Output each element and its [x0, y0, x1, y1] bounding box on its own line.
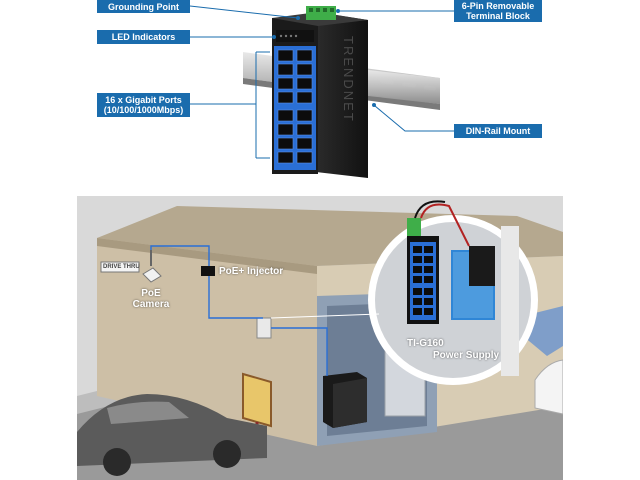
din-rail-label: DIN-Rail Mount: [465, 126, 531, 136]
scene-illustration: [77, 196, 563, 480]
poe-camera-line1: PoE: [141, 288, 161, 299]
led-indicators-callout: LED Indicators: [97, 30, 190, 44]
terminal-block-label-1: 6-Pin Removable: [461, 1, 535, 11]
din-rail-graphic: TRENDNET: [189, 5, 454, 178]
model-label: TI-G160: [407, 338, 444, 349]
gigabit-ports-callout: 16 x Gigabit Ports (10/100/1000Mbps): [97, 93, 190, 117]
din-rail-callout: DIN-Rail Mount: [454, 124, 542, 138]
terminal-block-callout: 6-Pin Removable Terminal Block: [454, 0, 542, 22]
poe-injector-label: PoE+ Injector: [219, 266, 284, 277]
poe-camera-label: PoE Camera: [129, 288, 173, 310]
grounding-point-callout: Grounding Point: [97, 0, 190, 13]
product-diagram: TRENDNET Grounding Point LED Indicators …: [0, 0, 640, 192]
installation-scene: DRIVE THRU PoE Camera PoE+ Injector TI-G…: [77, 196, 563, 480]
terminal-block-label-2: Terminal Block: [466, 11, 530, 21]
brand-vertical-text: TRENDNET: [341, 36, 356, 123]
power-supply-label: Power Supply: [433, 350, 500, 361]
grounding-point-label: Grounding Point: [108, 1, 179, 12]
gigabit-ports-label-2: (10/100/1000Mbps): [103, 105, 184, 115]
poe-camera-line2: Camera: [132, 299, 170, 310]
gigabit-ports-label-1: 16 x Gigabit Ports: [105, 95, 182, 105]
drive-thru-sign-label: DRIVE THRU: [103, 264, 140, 270]
led-indicators-label: LED Indicators: [111, 32, 176, 42]
